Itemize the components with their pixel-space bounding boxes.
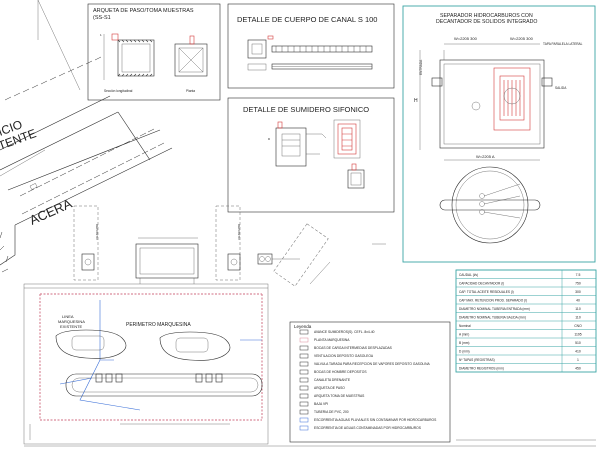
legend-symbol bbox=[299, 353, 309, 359]
spec-row-value: 750 bbox=[575, 282, 581, 286]
legend-item: BOCAS DE CARGA INTERMEDIAS DESPLAZADAS bbox=[314, 346, 393, 350]
legend-items: AVANCE SUMIDEROS(S). CEFL. 8x4-40PLANTA … bbox=[299, 329, 437, 431]
sep-dim-top-right: W=2205 300 bbox=[510, 36, 534, 41]
spec-row-label: CAP MAX. RETENCION PROD. SEPARADO (l) bbox=[459, 299, 527, 303]
left-note-2: MARQUESINA bbox=[58, 319, 85, 324]
legend-item: ESCORRENTIA DE AGUAS CONTAMINADAS POR HI… bbox=[314, 426, 422, 430]
svg-text:DEPOSITO: DEPOSITO bbox=[95, 224, 99, 240]
spec-row-value: 1 bbox=[577, 358, 579, 362]
marquesina-plan bbox=[23, 283, 269, 445]
legend-item: BOCAS DE HOMBRE DEPOSITOS bbox=[314, 370, 367, 374]
separador-panel: SEPARADOR HIDROCARBUROS CON DECANTADOR D… bbox=[402, 5, 596, 263]
sep-dim-bottom: W=2205 A bbox=[476, 154, 495, 159]
spec-row-value: 300 bbox=[575, 290, 581, 294]
arqueta-subtitle: (SS-S1 bbox=[93, 15, 111, 21]
spec-row-value: 7.5 bbox=[576, 273, 581, 277]
sumidero-title: DETALLE DE SUMIDERO SIFONICO bbox=[243, 105, 369, 114]
left-note-3: EXISTENTE bbox=[60, 324, 83, 329]
arqueta-label-left: Sección longitudinal bbox=[104, 89, 133, 93]
legend-symbol bbox=[299, 345, 309, 351]
building-center bbox=[135, 237, 199, 284]
legend-item: ARQUETA TOMA DE MUESTRAS bbox=[314, 394, 365, 398]
acera-label: ACERA bbox=[27, 196, 74, 228]
sep-inlet-label: ENTRADA bbox=[419, 59, 423, 75]
legend-item: CANALETA DRENANTE bbox=[314, 378, 351, 382]
tank-right: DEPOSITO bbox=[215, 205, 241, 281]
legend-item: ARQUETA DE PASO bbox=[314, 386, 345, 390]
spec-row-value: CNO bbox=[574, 324, 582, 328]
separador-title-2: DECANTADOR DE SOLIDOS INTEGRADO bbox=[436, 19, 537, 25]
tank-left: DEPOSITO bbox=[73, 205, 99, 281]
legend-title: Leyenda bbox=[294, 324, 312, 329]
curb-pattern-marks bbox=[0, 56, 165, 273]
spec-row-label: B (mm) bbox=[459, 341, 469, 345]
tank-diagonal bbox=[257, 223, 329, 287]
legend-symbol bbox=[299, 329, 309, 335]
legend-symbol bbox=[299, 417, 309, 423]
legend-panel: Leyenda bbox=[289, 321, 451, 443]
legend-symbol bbox=[299, 409, 309, 415]
svg-text:1: 1 bbox=[100, 33, 102, 37]
curb-pattern bbox=[29, 183, 38, 190]
sep-right-note: TAPA PARALELA LATERAL bbox=[543, 42, 583, 46]
spec-row-value: 40 bbox=[576, 299, 580, 303]
sumidero-panel: DETALLE DE SUMIDERO SIFONICO D bbox=[227, 97, 395, 213]
spec-row-label: DIAMETRO NOMINAL TUBERIA ENTRADA (mm) bbox=[459, 307, 530, 311]
legend-item: AVANCE SUMIDEROS(S). CEFL. 8x4-40 bbox=[314, 330, 375, 334]
perimetro-label: PERIMETRO MARQUESINA bbox=[126, 322, 191, 328]
left-note-1: LINEA bbox=[62, 314, 74, 319]
spec-row-label: CAP. TOTAL ACEITE RESIDUALES (l) bbox=[459, 290, 514, 294]
spec-row-value: 1195 bbox=[574, 333, 581, 337]
spec-row-label: CAPACIDAD DECANTADOR (l) bbox=[459, 282, 504, 286]
sep-side-label: H bbox=[414, 98, 418, 104]
arqueta-panel: ARQUETA DE PASO/TOMA MUESTRAS (SS-S1 1 S… bbox=[87, 3, 221, 101]
legend-item: BAJA VPI bbox=[314, 402, 328, 406]
spec-row-label: A (mm) bbox=[459, 333, 469, 337]
spec-row-label: DIAMETRO NOMINAL TUBERIA SALIDA (mm) bbox=[459, 316, 526, 320]
svg-text:DEPOSITO: DEPOSITO bbox=[237, 224, 241, 240]
spec-row-label: Nominal bbox=[459, 324, 471, 328]
legend-item: VENTILACION DEPOSITO GASOLEOA bbox=[314, 354, 374, 358]
legend-item: PLANTA MARQUESINA bbox=[314, 338, 350, 342]
spec-row-label: Nº TAPAS (REGISTRAS) bbox=[459, 358, 495, 362]
arqueta-label-right: Planta bbox=[186, 89, 195, 93]
canal-panel: DETALLE DE CUERPO DE CANAL S 100 bbox=[227, 3, 395, 89]
legend-item: TUBERIA DE PVC, 200 bbox=[314, 410, 349, 414]
legend-symbol bbox=[299, 369, 309, 375]
spec-row-value: 410 bbox=[575, 350, 581, 354]
sep-dim-top-left: W=2205 300 bbox=[454, 36, 478, 41]
frame-diag bbox=[37, 0, 81, 91]
legend-item: VALVULA TARADA PARA RECEPCION DE VAPORES… bbox=[314, 362, 431, 366]
legend-symbol bbox=[299, 385, 309, 391]
svg-text:D: D bbox=[268, 137, 271, 141]
sep-plan-circle bbox=[451, 166, 529, 244]
spec-row-label: CAUDAL (l/s) bbox=[459, 273, 478, 277]
spec-row-value: 110 bbox=[575, 316, 581, 320]
legend-symbol bbox=[299, 377, 309, 383]
legend-symbol bbox=[299, 425, 309, 431]
spec-row-value: 450 bbox=[575, 367, 581, 371]
pump-island bbox=[65, 373, 263, 397]
curb-band bbox=[0, 95, 173, 266]
legend-item: ESCORRENTIA AGUAS PLUVIALES SIN CONTAMIN… bbox=[314, 418, 437, 422]
legend-symbol bbox=[299, 393, 309, 399]
spec-row-value: 510 bbox=[575, 341, 581, 345]
spec-row-label: DIAMETRO REGISTROS (mm) bbox=[459, 367, 504, 371]
sep-outlet-label: SALIDA bbox=[555, 86, 567, 90]
spec-row-label: D (mm) bbox=[459, 350, 470, 354]
separador-title-1: SEPARADOR HIDROCARBUROS CON bbox=[440, 13, 533, 19]
legend-symbol bbox=[299, 401, 309, 407]
legend-symbol bbox=[299, 361, 309, 367]
legend-symbol bbox=[299, 337, 309, 343]
arqueta-title: ARQUETA DE PASO/TOMA MUESTRAS bbox=[93, 8, 194, 14]
spec-row-value: 110 bbox=[575, 307, 581, 311]
canal-title: DETALLE DE CUERPO DE CANAL S 100 bbox=[237, 15, 377, 24]
